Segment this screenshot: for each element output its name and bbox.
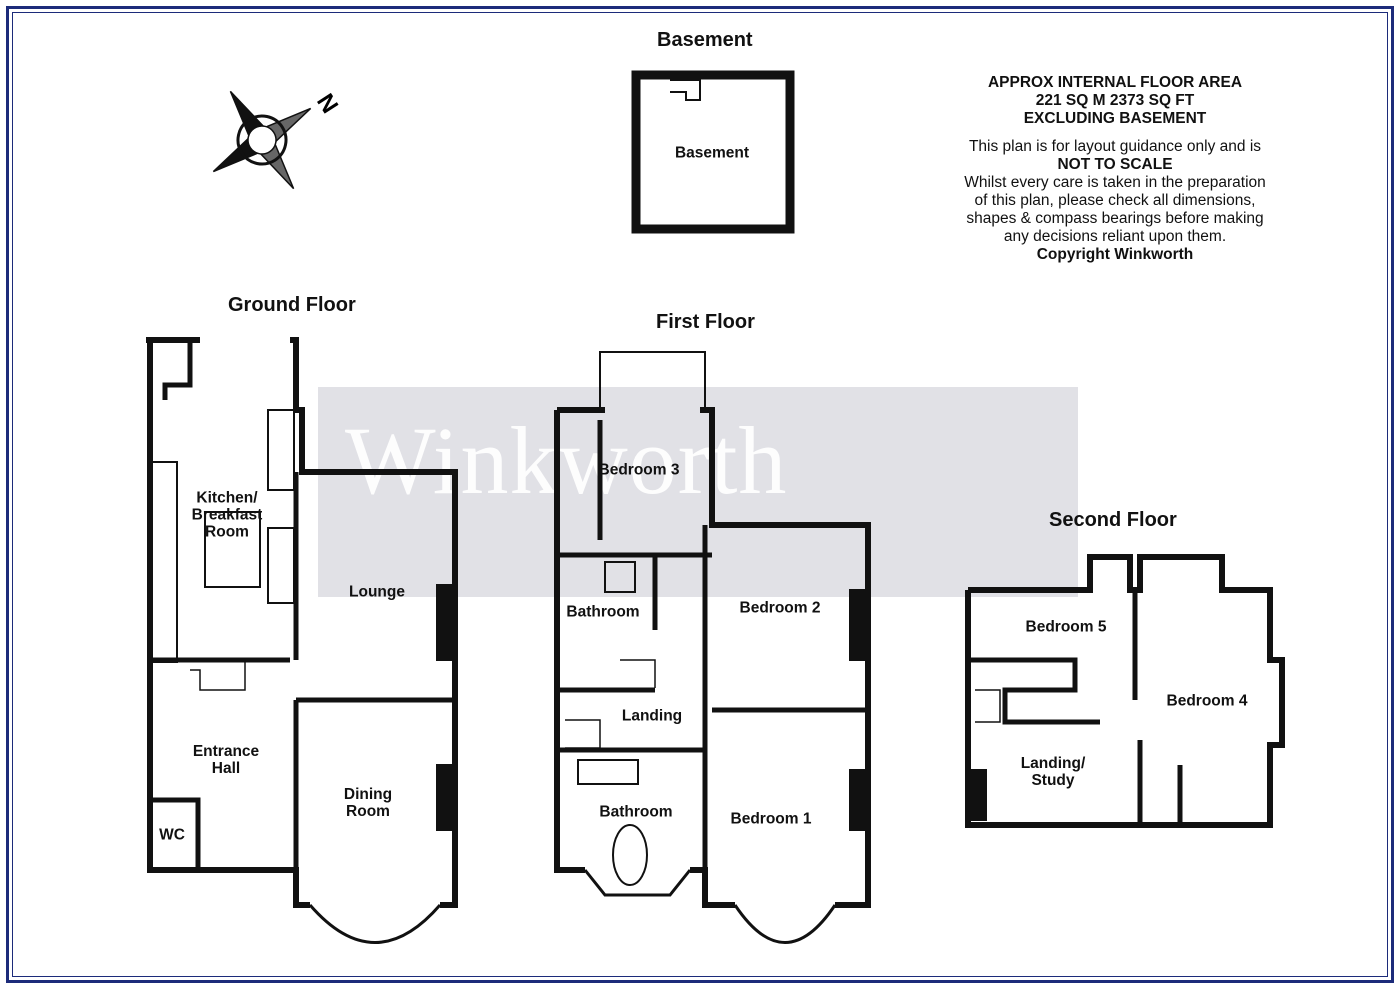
compass-icon — [212, 90, 312, 190]
room-basement: Basement — [674, 144, 750, 162]
room-kitchen: Kitchen/ Breakfast Room — [191, 489, 263, 541]
bath-tub — [577, 759, 639, 785]
freestanding-bath — [612, 824, 648, 886]
second-partitions — [968, 590, 1183, 825]
kitchen-units-right — [267, 409, 295, 491]
floor-title-first: First Floor — [656, 311, 755, 333]
basement-walls — [631, 70, 795, 234]
room-landing: Landing — [621, 707, 683, 725]
first-floor-walls — [554, 407, 871, 908]
bedroom2-chimney — [849, 589, 867, 661]
info-line-2: 221 SQ M 2373 SQ FT — [1035, 92, 1195, 109]
dining-chimney — [436, 764, 456, 831]
outer-frame — [6, 6, 1394, 983]
room-bathroom-main: Bathroom — [599, 803, 673, 821]
room-dining: Dining Room — [343, 786, 393, 820]
ground-floor-walls — [146, 337, 458, 908]
info-line-6: Whilst every care is taken in the prepar… — [964, 174, 1266, 191]
room-lounge: Lounge — [349, 583, 405, 601]
kitchen-units-right-2 — [267, 527, 295, 604]
room-bedroom-4: Bedroom 4 — [1166, 692, 1248, 710]
info-line-5: NOT TO SCALE — [1057, 156, 1173, 173]
basement-stair — [670, 79, 701, 101]
room-bathroom-small: Bathroom — [566, 603, 640, 621]
first-stair — [565, 659, 656, 749]
lounge-chimney — [436, 584, 456, 661]
info-line-3: EXCLUDING BASEMENT — [1023, 110, 1207, 127]
floor-area-notes: APPROX INTERNAL FLOOR AREA 221 SQ M 2373… — [940, 74, 1290, 264]
bedroom1-chimney — [849, 769, 867, 831]
shower — [604, 561, 636, 593]
info-line-8: shapes & compass bearings before making — [966, 210, 1264, 227]
landing-chimney — [969, 769, 987, 821]
room-bedroom-2: Bedroom 2 — [739, 599, 821, 617]
ground-bay — [308, 904, 442, 944]
first-partitions — [557, 420, 868, 870]
ground-stair — [190, 659, 246, 691]
inner-frame — [12, 12, 1388, 977]
first-bath-bay — [583, 869, 692, 897]
info-line-10: Copyright Winkworth — [1036, 246, 1194, 263]
room-bedroom-3: Bedroom 3 — [598, 461, 680, 479]
room-bedroom-5: Bedroom 5 — [1025, 618, 1107, 636]
floor-title-ground: Ground Floor — [228, 294, 356, 316]
second-stair — [975, 689, 1001, 723]
room-entrance-hall: Entrance Hall — [192, 743, 260, 777]
info-line-9: any decisions reliant upon them. — [1003, 228, 1227, 245]
floor-title-basement: Basement — [657, 29, 753, 51]
room-wc: WC — [159, 826, 185, 844]
info-line-7: of this plan, please check all dimension… — [974, 192, 1256, 209]
watermark-band — [318, 387, 1078, 597]
first-bay — [733, 904, 837, 944]
info-line-1: APPROX INTERNAL FLOOR AREA — [987, 74, 1243, 91]
floor-title-second: Second Floor — [1049, 509, 1177, 531]
second-floor-walls — [965, 554, 1285, 828]
room-bedroom-1: Bedroom 1 — [730, 810, 812, 828]
kitchen-worktop — [151, 461, 178, 663]
info-line-4: This plan is for layout guidance only an… — [968, 138, 1262, 155]
room-landing-study: Landing/ Study — [1020, 755, 1086, 789]
kitchen-island — [204, 511, 261, 588]
first-oriel — [599, 351, 706, 410]
